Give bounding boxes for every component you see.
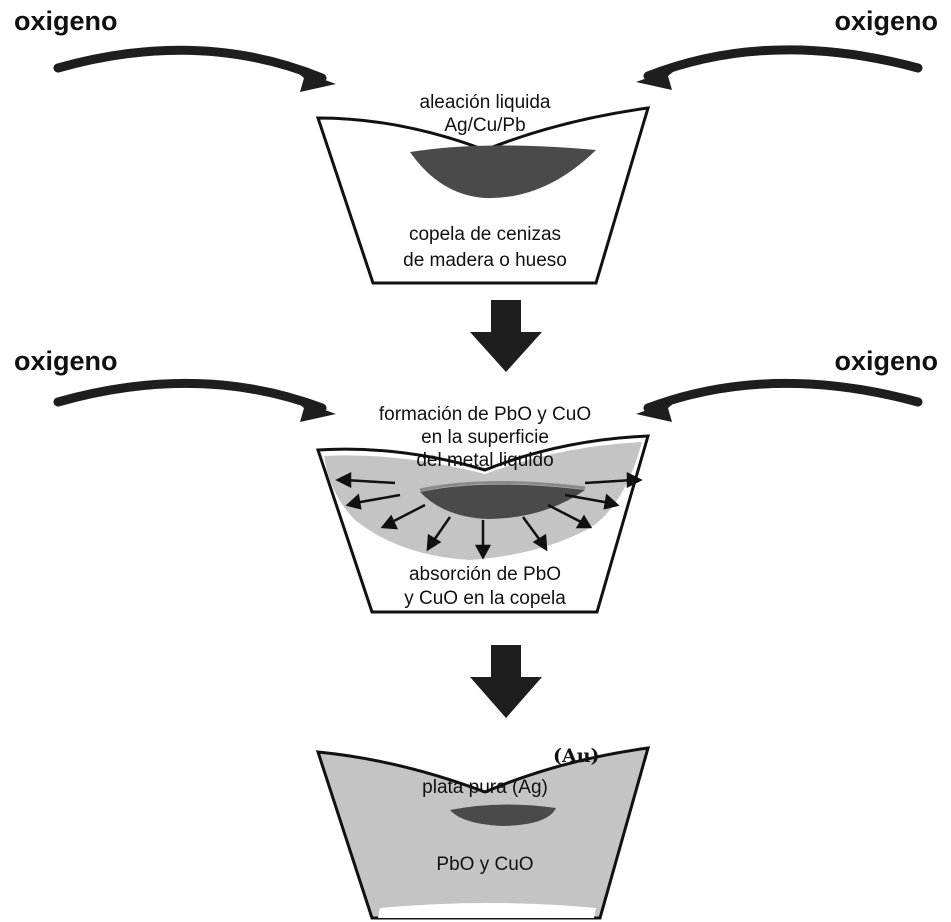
formation-label-line1: formación de PbO y CuO xyxy=(379,404,591,425)
oxygen-label-mid-right: oxigeno xyxy=(834,346,938,376)
cupel-label-line1: copela de cenizas xyxy=(409,224,561,245)
oxygen-label-mid-left: oxigeno xyxy=(14,346,118,376)
formation-label-line3: del metal liquido xyxy=(416,450,553,471)
alloy-label-line2: Ag/Cu/Pb xyxy=(444,115,525,136)
pure-silver-label: plata pura (Ag) xyxy=(422,777,548,798)
liquid-alloy-pool xyxy=(410,145,596,199)
gold-label: (Au) xyxy=(553,745,600,767)
liquid-metal-pool xyxy=(420,484,585,519)
cupel-stage-3 xyxy=(315,746,651,920)
absorption-arrows xyxy=(335,471,643,560)
alloy-label-line1: aleación liquida xyxy=(420,92,551,113)
down-arrow-2 xyxy=(470,645,542,718)
cupel-stage-1 xyxy=(315,106,651,285)
absorption-label-line2: y CuO en la copela xyxy=(404,588,566,609)
oxides-label: PbO y CuO xyxy=(436,854,533,875)
oxygen-arrow-mid-left xyxy=(53,378,336,422)
pure-silver-button xyxy=(450,804,556,826)
formation-label-line2: en la superficie xyxy=(421,427,549,448)
absorption-label-line1: absorción de PbO xyxy=(409,564,561,585)
oxygen-arrow-mid-right xyxy=(636,378,923,422)
oxygen-arrow-top-left xyxy=(53,45,336,92)
oxygen-label-top-left: oxigeno xyxy=(14,6,118,36)
cupel-label-line2: de madera o hueso xyxy=(403,250,567,271)
oxygen-label-top-right: oxigeno xyxy=(834,6,938,36)
down-arrow-1 xyxy=(470,300,542,372)
oxygen-arrow-top-right xyxy=(636,45,923,90)
